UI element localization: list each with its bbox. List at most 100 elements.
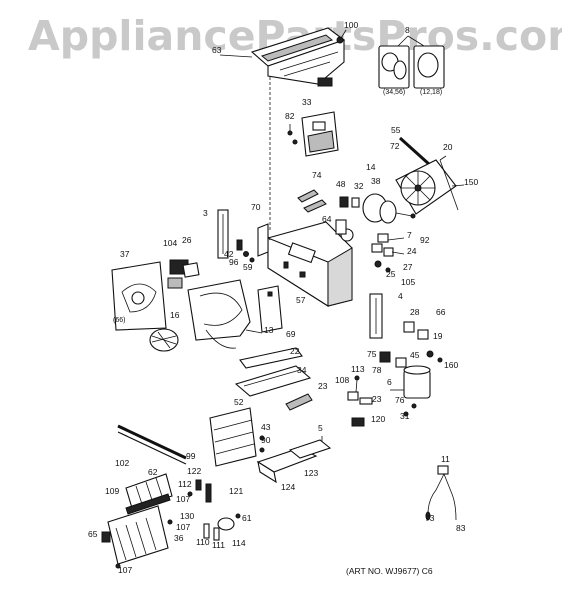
switch-cluster-part <box>371 233 405 273</box>
callout-72: 72 <box>390 141 400 151</box>
callout-74: 74 <box>312 170 322 180</box>
callout-11: 11 <box>441 454 450 464</box>
louver-part <box>125 473 173 515</box>
strip-4 <box>369 293 383 339</box>
callout-121: 121 <box>229 486 243 496</box>
callout-22: 22 <box>290 346 300 356</box>
callout-113: 113 <box>351 364 365 374</box>
plate-69 <box>257 285 283 333</box>
callout-100: 100 <box>344 20 358 30</box>
callout-36: 36 <box>174 533 184 543</box>
small-parts-108-113 <box>347 375 373 405</box>
callout-108: 108 <box>335 375 349 385</box>
drain-pan-part <box>234 347 313 411</box>
callout-32: 32 <box>354 181 364 191</box>
callout-34: 34 <box>297 365 307 375</box>
callout-70: 70 <box>251 202 261 212</box>
small-parts-42-96-59 <box>236 239 255 263</box>
top-rail-part <box>219 27 346 87</box>
front-grille-part <box>111 261 167 331</box>
callout-107: 107 <box>176 494 190 504</box>
callout-112: 112 <box>178 479 192 489</box>
bracket-70 <box>257 223 269 257</box>
capacitor-part <box>378 35 445 89</box>
callout-5: 5 <box>318 423 323 433</box>
hardware-121 <box>187 479 212 503</box>
art-number: (ART NO. WJ9677) C6 <box>346 566 433 576</box>
callout-55: 55 <box>391 125 401 135</box>
base-tray-part <box>256 439 332 484</box>
callout-7: 7 <box>407 230 412 240</box>
main-housing-part <box>261 221 354 307</box>
rails-99-102 <box>117 424 187 465</box>
callout-45: 45 <box>410 350 420 360</box>
callout-20: 20 <box>443 142 453 152</box>
callout-3456: (34,56) <box>383 89 405 96</box>
callout-14: 14 <box>366 162 376 172</box>
callout-63: 63 <box>212 45 222 55</box>
callout-105: 105 <box>401 277 415 287</box>
callout-65: 65 <box>88 529 98 539</box>
callout-52: 52 <box>234 397 244 407</box>
clips-48-32 <box>339 196 360 208</box>
callout-26: 26 <box>182 235 192 245</box>
callout-82: 82 <box>285 111 295 121</box>
callout-33: 33 <box>302 97 312 107</box>
callout-90: 90 <box>261 435 271 445</box>
callout-96: 96 <box>229 257 239 267</box>
callout-64: 64 <box>322 214 332 224</box>
callout-37: 37 <box>120 249 130 259</box>
callout-114: 114 <box>232 538 246 548</box>
callout-75: 75 <box>367 349 377 359</box>
callout-110: 110 <box>196 537 210 547</box>
callout-62: 62 <box>148 467 158 477</box>
callout-66: (66) <box>113 317 125 324</box>
callout-24: 24 <box>407 246 417 256</box>
part-120 <box>351 417 365 427</box>
callout-25: 25 <box>386 269 396 279</box>
callout-23: 23 <box>318 381 328 391</box>
callout-104: 104 <box>163 238 177 248</box>
callout-23: 23 <box>372 394 382 404</box>
fan-shroud-part <box>395 136 465 215</box>
callout-120: 120 <box>371 414 385 424</box>
callout-13: 13 <box>264 325 274 335</box>
thermistor-wire-part <box>425 465 457 521</box>
callout-42: 42 <box>224 249 234 259</box>
callout-130: 130 <box>180 511 194 521</box>
callout-124: 124 <box>281 482 295 492</box>
callout-48: 48 <box>336 179 346 189</box>
callout-66: 66 <box>436 307 446 317</box>
callout-69: 69 <box>286 329 296 339</box>
callout-57: 57 <box>296 295 306 305</box>
callout-3: 3 <box>203 208 208 218</box>
screw-100 <box>336 29 347 44</box>
callout-16: 16 <box>170 310 180 320</box>
callout-99: 99 <box>186 451 196 461</box>
callout-78: 78 <box>372 365 382 375</box>
hardware-110-114 <box>203 513 241 541</box>
callout-123: 123 <box>304 468 318 478</box>
part-64 <box>335 219 347 235</box>
callout-109: 109 <box>105 486 119 496</box>
callout-111: 111 <box>212 540 225 550</box>
callout-61: 61 <box>242 513 252 523</box>
motor-part <box>362 193 416 224</box>
callout-31: 31 <box>400 411 410 421</box>
callout-43: 43 <box>261 422 271 432</box>
scroll-housing-part <box>187 279 263 349</box>
compressor-part <box>379 321 443 417</box>
callout-83: 83 <box>456 523 466 533</box>
callout-160: 160 <box>444 360 458 370</box>
callout-150: 150 <box>464 177 478 187</box>
rack-52 <box>209 407 257 467</box>
blower-wheel-part <box>149 328 179 352</box>
callout-19: 19 <box>433 331 443 341</box>
callout-102: 102 <box>115 458 129 468</box>
callout-27: 27 <box>403 262 413 272</box>
coil-part <box>101 505 173 569</box>
callout-8: 8 <box>405 25 410 35</box>
callout-6: 6 <box>387 377 392 387</box>
